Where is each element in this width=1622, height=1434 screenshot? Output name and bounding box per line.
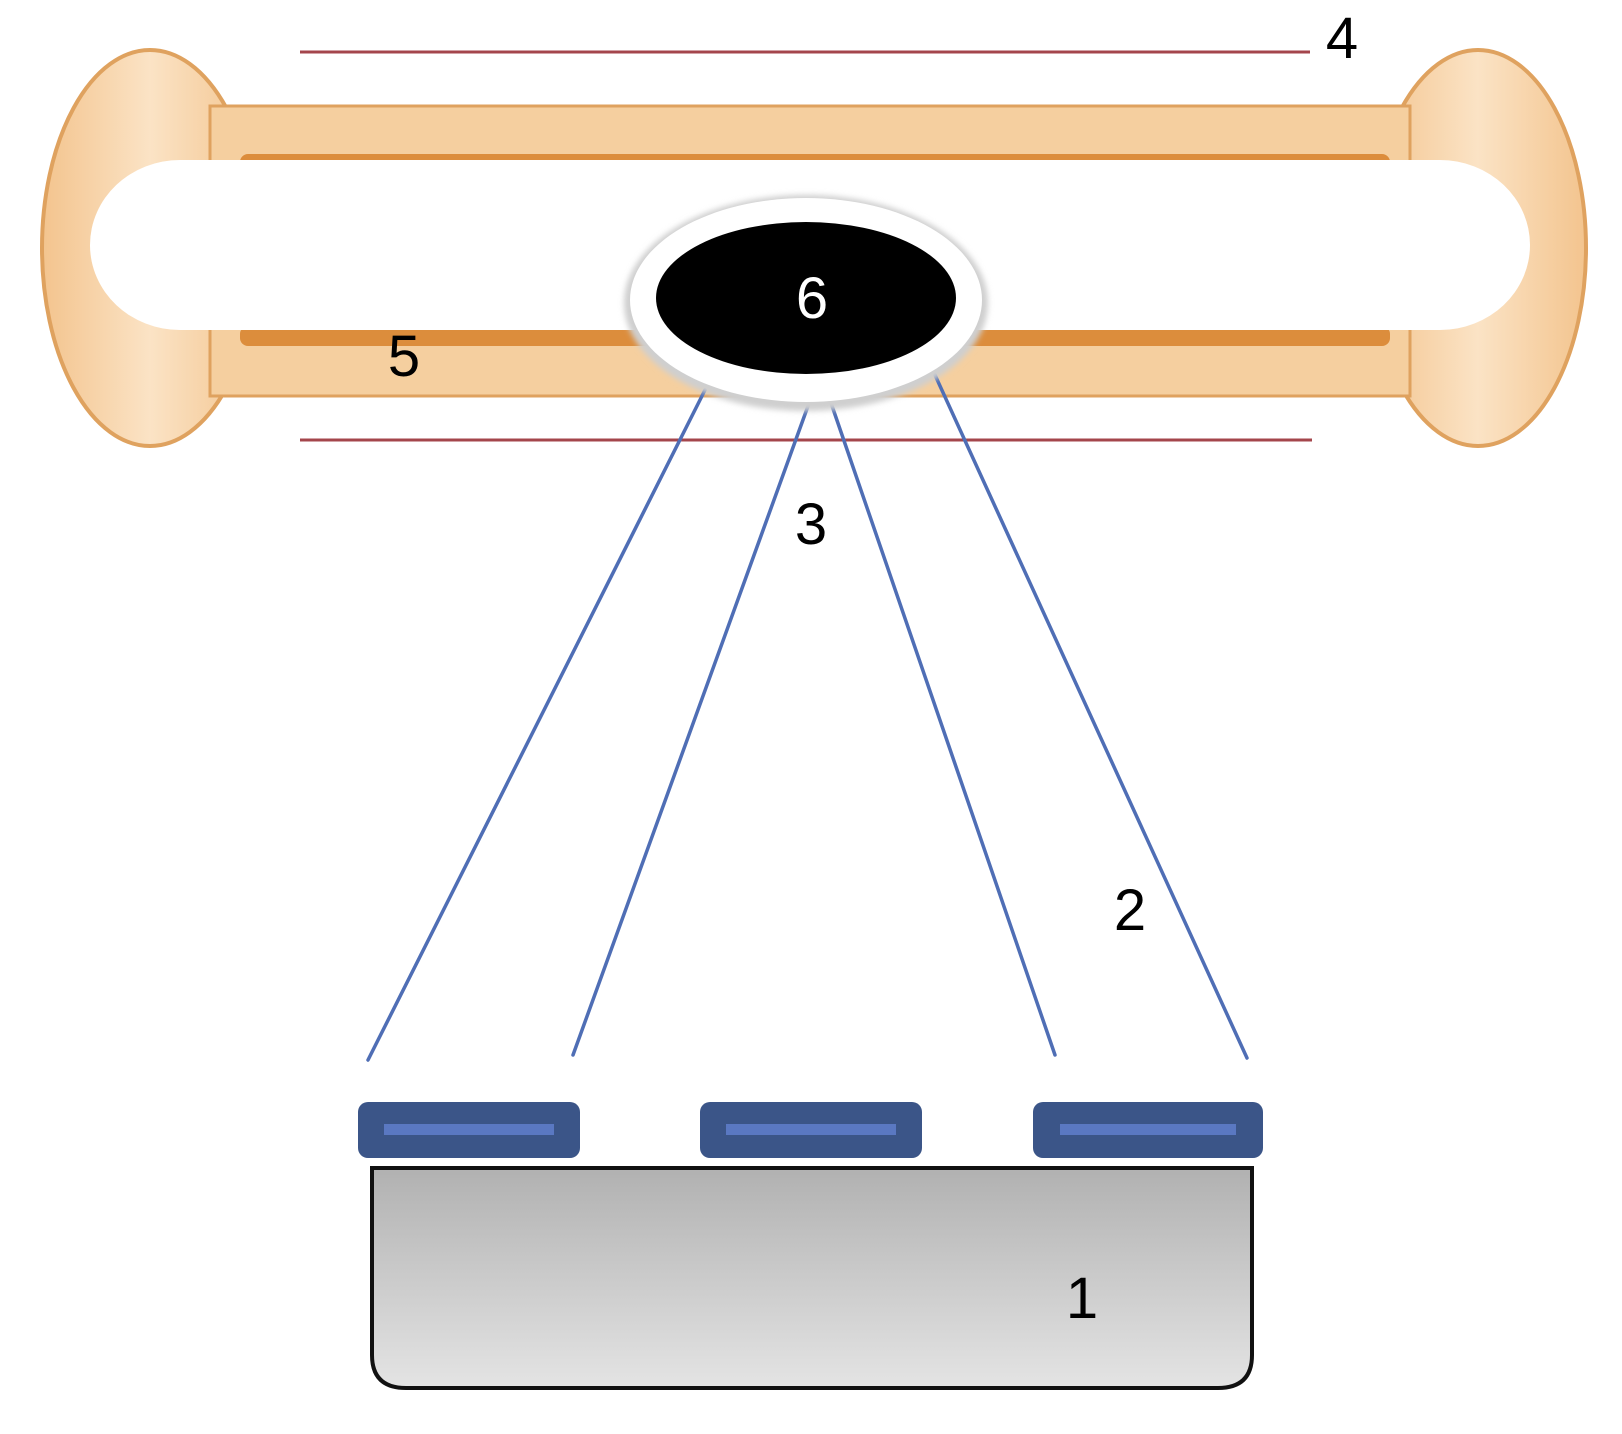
detector-pad-right bbox=[1033, 1102, 1263, 1158]
detector-pad-left bbox=[358, 1102, 580, 1158]
lesion bbox=[624, 195, 988, 411]
ray-4 bbox=[933, 373, 1249, 1060]
device-base bbox=[370, 1166, 1254, 1390]
label-beam-center: 3 bbox=[795, 492, 827, 557]
ray-2 bbox=[571, 393, 814, 1057]
detector-pads bbox=[358, 1102, 1263, 1158]
label-rays: 2 bbox=[1114, 878, 1146, 943]
label-device: 1 bbox=[1066, 1266, 1098, 1331]
label-bone: 5 bbox=[388, 324, 420, 389]
ray-1 bbox=[366, 388, 707, 1062]
rays bbox=[366, 373, 1249, 1062]
detector-pad-center bbox=[700, 1102, 922, 1158]
lesion-core bbox=[656, 222, 956, 374]
label-lesion: 6 bbox=[796, 266, 828, 331]
label-upper-boundary: 4 bbox=[1326, 6, 1358, 71]
ray-3 bbox=[828, 398, 1057, 1057]
